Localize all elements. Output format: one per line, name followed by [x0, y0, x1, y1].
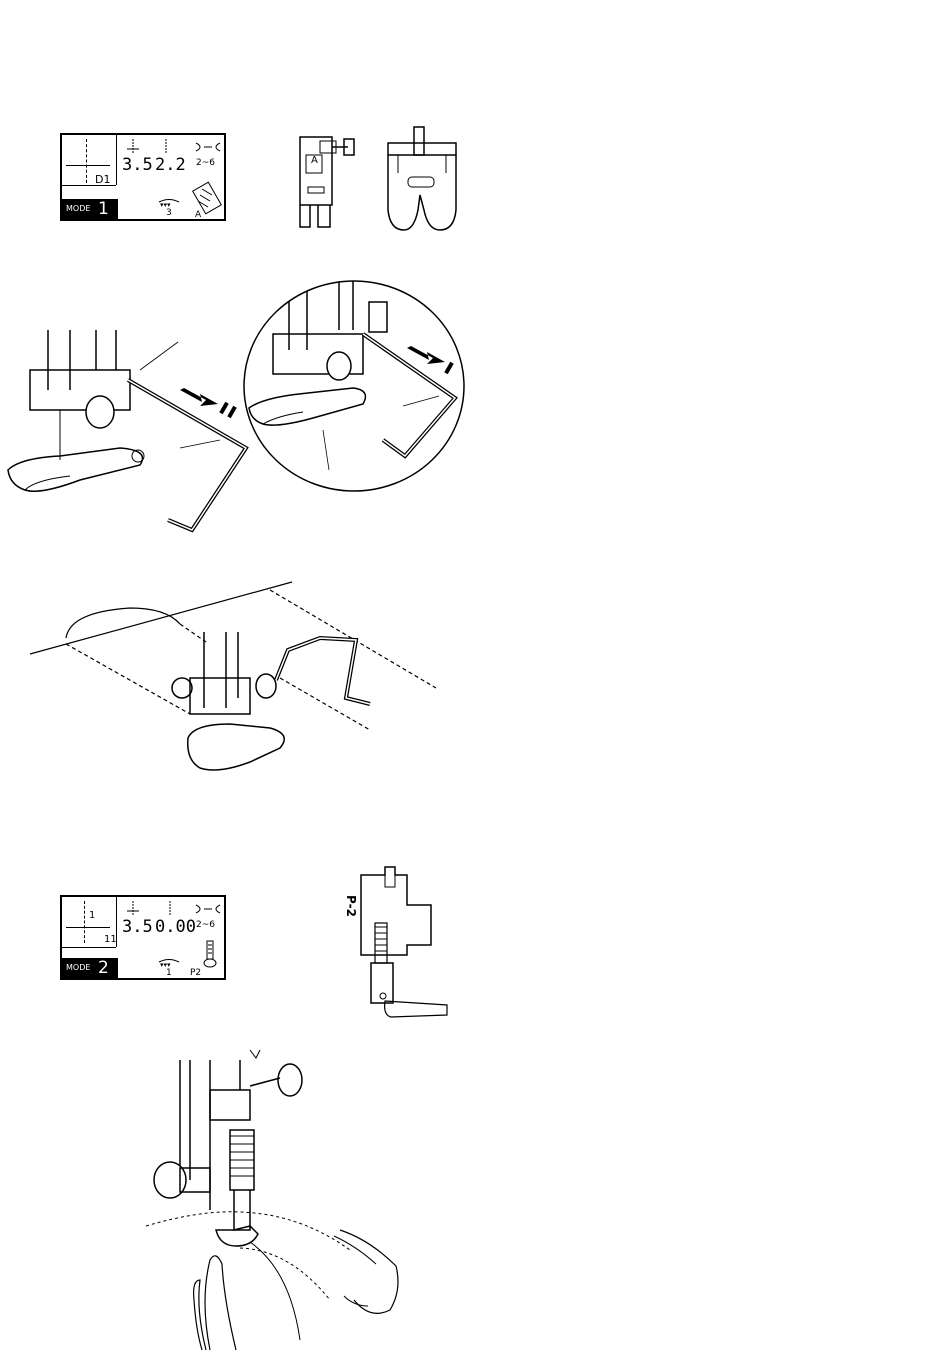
free-motion-quilting-illustration — [140, 1050, 410, 1350]
mode-label: MODE — [66, 963, 90, 972]
needle-position-line — [86, 139, 87, 183]
walking-foot-illustration — [380, 125, 462, 235]
mode-label: MODE — [66, 204, 90, 213]
tension-icon — [194, 141, 222, 153]
tension-icon — [194, 903, 222, 915]
foot-letter: A — [195, 211, 201, 220]
lcd-divider-h — [62, 185, 116, 186]
quilting-guide-detail-circle — [243, 280, 465, 492]
length-icon — [163, 901, 177, 915]
quilting-guide-attach-illustration — [0, 330, 250, 530]
width-value: 3.5 — [122, 919, 153, 936]
stitch-setting: 3 — [166, 209, 172, 218]
darning-foot-icon — [200, 941, 220, 969]
length-icon — [159, 139, 173, 153]
lcd-divider — [116, 897, 117, 947]
mode-number: 2 — [98, 958, 109, 978]
feed-dog-icon: ▾▾▾ — [158, 957, 180, 967]
pattern-top: 1 — [89, 911, 95, 920]
lcd-display-mode-2: 1 11 3.5 0.00 2~6 MODE 2 ▾▾▾ 1 P2 — [60, 895, 226, 980]
lcd-display-mode-1: D1 3.5 2.2 2~6 MODE 1 ▾▾▾ 3 A — [60, 133, 226, 221]
width-icon — [126, 901, 140, 915]
zigzag-foot-a-illustration — [292, 135, 372, 230]
width-icon — [126, 139, 140, 153]
feed-dog-icon: ▾▾▾ — [158, 197, 180, 207]
length-value: 0.00 — [155, 919, 196, 936]
tension-range: 2~6 — [196, 159, 215, 168]
width-value: 3.5 — [122, 157, 153, 174]
stitch-setting: 1 — [166, 969, 172, 978]
mode-bar: MODE 2 — [62, 958, 118, 978]
foot-code: P2 — [190, 969, 201, 978]
needle-position-line — [84, 901, 85, 943]
lcd-divider-h — [62, 947, 116, 948]
darning-foot-label: P-2 — [344, 895, 358, 917]
needle-position-bar — [66, 927, 110, 928]
pattern-code: 11 — [104, 935, 117, 944]
length-value: 2.2 — [155, 157, 186, 174]
needle-position-bar — [66, 165, 110, 166]
darning-foot-p2-illustration — [355, 865, 455, 1025]
lcd-divider — [116, 135, 117, 185]
pattern-code: D1 — [95, 175, 110, 184]
mode-number: 1 — [98, 199, 109, 219]
tension-range: 2~6 — [196, 921, 215, 930]
mode-bar: MODE 1 — [62, 199, 118, 219]
quilting-seam-guide-illustration — [30, 578, 440, 778]
foot-a-letter: A — [311, 155, 318, 166]
